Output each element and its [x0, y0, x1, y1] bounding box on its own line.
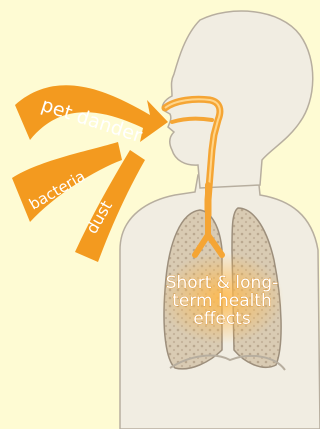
effects-line-2: term health	[172, 291, 272, 311]
effects-line-3: effects	[193, 309, 251, 329]
effects-line-1: Short & long-	[166, 273, 279, 293]
